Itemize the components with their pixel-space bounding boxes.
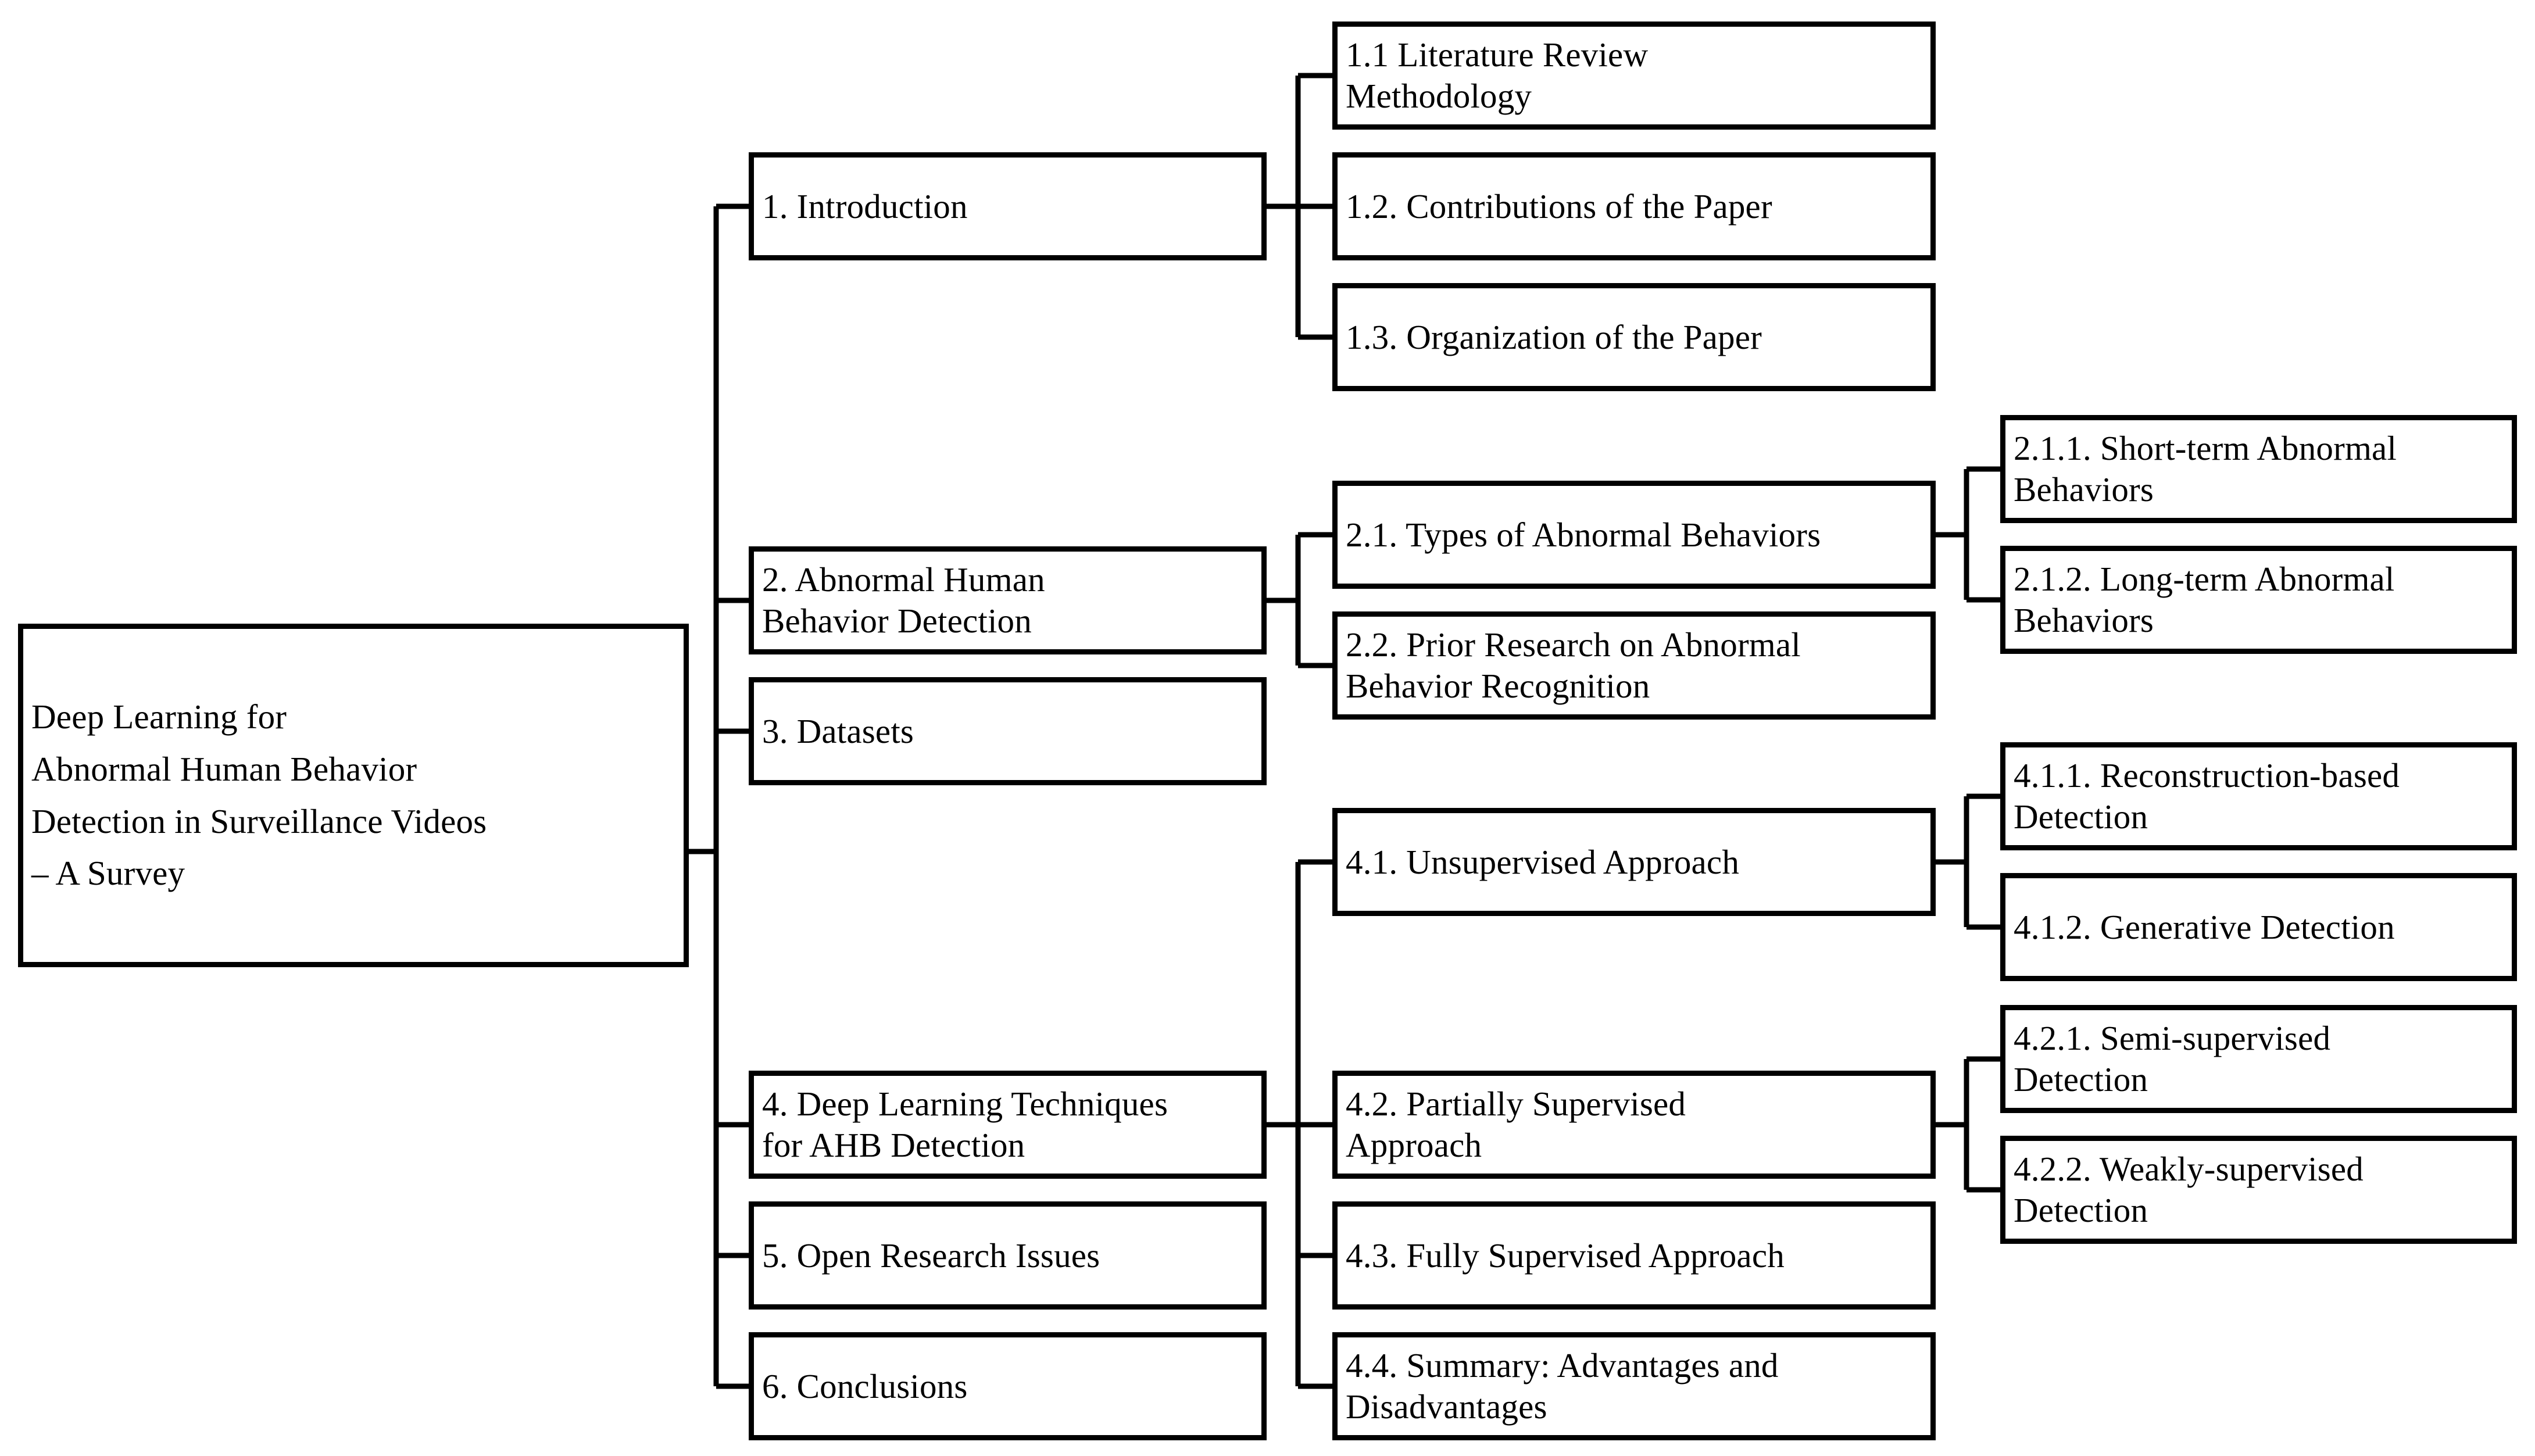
node-1-introduction[interactable]: 1. Introduction: [749, 152, 1267, 260]
node-4-2-2-weakly-supervised-detection-label: 4.2.2. Weakly-supervised Detection: [2014, 1150, 2364, 1229]
node-5-open-research-issues[interactable]: 5. Open Research Issues: [749, 1201, 1267, 1310]
node-2-1-types-of-abnormal-behaviors[interactable]: 2.1. Types of Abnormal Behaviors: [1332, 481, 1936, 589]
node-root[interactable]: Deep Learning for Abnormal Human Behavio…: [18, 624, 689, 967]
node-6-conclusions-label: 6. Conclusions: [762, 1366, 968, 1405]
node-1-3-organization-of-the-paper[interactable]: 1.3. Organization of the Paper: [1332, 283, 1936, 391]
node-1-introduction-label: 1. Introduction: [762, 187, 968, 226]
node-5-open-research-issues-label: 5. Open Research Issues: [762, 1236, 1100, 1275]
node-4-3-fully-supervised-approach[interactable]: 4.3. Fully Supervised Approach: [1332, 1201, 1936, 1310]
node-2-1-types-of-abnormal-behaviors-label: 2.1. Types of Abnormal Behaviors: [1346, 515, 1821, 554]
node-2-abnormal-human-behavior-detection-label: 2. Abnormal Human Behavior Detection: [762, 560, 1045, 640]
node-2-1-2-long-term-abnormal-behaviors-label: 2.1.2. Long-term Abnormal Behaviors: [2014, 560, 2395, 639]
node-4-1-2-generative-detection-label: 4.1.2. Generative Detection: [2014, 907, 2395, 946]
node-4-2-1-semi-supervised-detection-label: 4.2.1. Semi-supervised Detection: [2014, 1019, 2331, 1099]
node-2-1-1-short-term-abnormal-behaviors[interactable]: 2.1.1. Short-term Abnormal Behaviors: [2000, 415, 2517, 523]
node-6-conclusions[interactable]: 6. Conclusions: [749, 1332, 1267, 1440]
node-root-label: Deep Learning for Abnormal Human Behavio…: [31, 697, 487, 893]
node-2-2-prior-research-on-abnormal-behavior-recognition-label: 2.2. Prior Research on Abnormal Behavior…: [1346, 625, 1801, 705]
node-4-3-fully-supervised-approach-label: 4.3. Fully Supervised Approach: [1346, 1236, 1785, 1275]
node-3-datasets-label: 3. Datasets: [762, 711, 914, 750]
node-4-4-summary-advantages-and-disadvantages[interactable]: 4.4. Summary: Advantages and Disadvantag…: [1332, 1332, 1936, 1440]
node-4-2-1-semi-supervised-detection[interactable]: 4.2.1. Semi-supervised Detection: [2000, 1005, 2517, 1113]
node-4-2-partially-supervised-approach[interactable]: 4.2. Partially Supervised Approach: [1332, 1071, 1936, 1179]
node-4-4-summary-advantages-and-disadvantages-label: 4.4. Summary: Advantages and Disadvantag…: [1346, 1346, 1779, 1426]
node-4-2-2-weakly-supervised-detection[interactable]: 4.2.2. Weakly-supervised Detection: [2000, 1136, 2517, 1244]
node-4-deep-learning-techniques[interactable]: 4. Deep Learning Techniques for AHB Dete…: [749, 1071, 1267, 1179]
node-4-1-2-generative-detection[interactable]: 4.1.2. Generative Detection: [2000, 873, 2517, 981]
node-2-1-2-long-term-abnormal-behaviors[interactable]: 2.1.2. Long-term Abnormal Behaviors: [2000, 546, 2517, 654]
node-3-datasets[interactable]: 3. Datasets: [749, 677, 1267, 785]
node-1-1-literature-review-methodology[interactable]: 1.1 Literature Review Methodology: [1332, 22, 1936, 130]
node-1-1-literature-review-methodology-label: 1.1 Literature Review Methodology: [1346, 35, 1649, 115]
node-4-1-unsupervised-approach-label: 4.1. Unsupervised Approach: [1346, 842, 1740, 881]
node-4-deep-learning-techniques-label: 4. Deep Learning Techniques for AHB Dete…: [762, 1085, 1168, 1164]
node-1-2-contributions-of-the-paper[interactable]: 1.2. Contributions of the Paper: [1332, 152, 1936, 260]
node-2-1-1-short-term-abnormal-behaviors-label: 2.1.1. Short-term Abnormal Behaviors: [2014, 429, 2397, 509]
node-1-2-contributions-of-the-paper-label: 1.2. Contributions of the Paper: [1346, 187, 1772, 226]
node-4-2-partially-supervised-approach-label: 4.2. Partially Supervised Approach: [1346, 1085, 1686, 1164]
node-2-2-prior-research-on-abnormal-behavior-recognition[interactable]: 2.2. Prior Research on Abnormal Behavior…: [1332, 611, 1936, 720]
node-1-3-organization-of-the-paper-label: 1.3. Organization of the Paper: [1346, 317, 1762, 356]
node-4-1-1-reconstruction-based-detection-label: 4.1.1. Reconstruction-based Detection: [2014, 756, 2400, 836]
node-4-1-1-reconstruction-based-detection[interactable]: 4.1.1. Reconstruction-based Detection: [2000, 742, 2517, 850]
node-2-abnormal-human-behavior-detection[interactable]: 2. Abnormal Human Behavior Detection: [749, 546, 1267, 654]
node-4-1-unsupervised-approach[interactable]: 4.1. Unsupervised Approach: [1332, 808, 1936, 916]
